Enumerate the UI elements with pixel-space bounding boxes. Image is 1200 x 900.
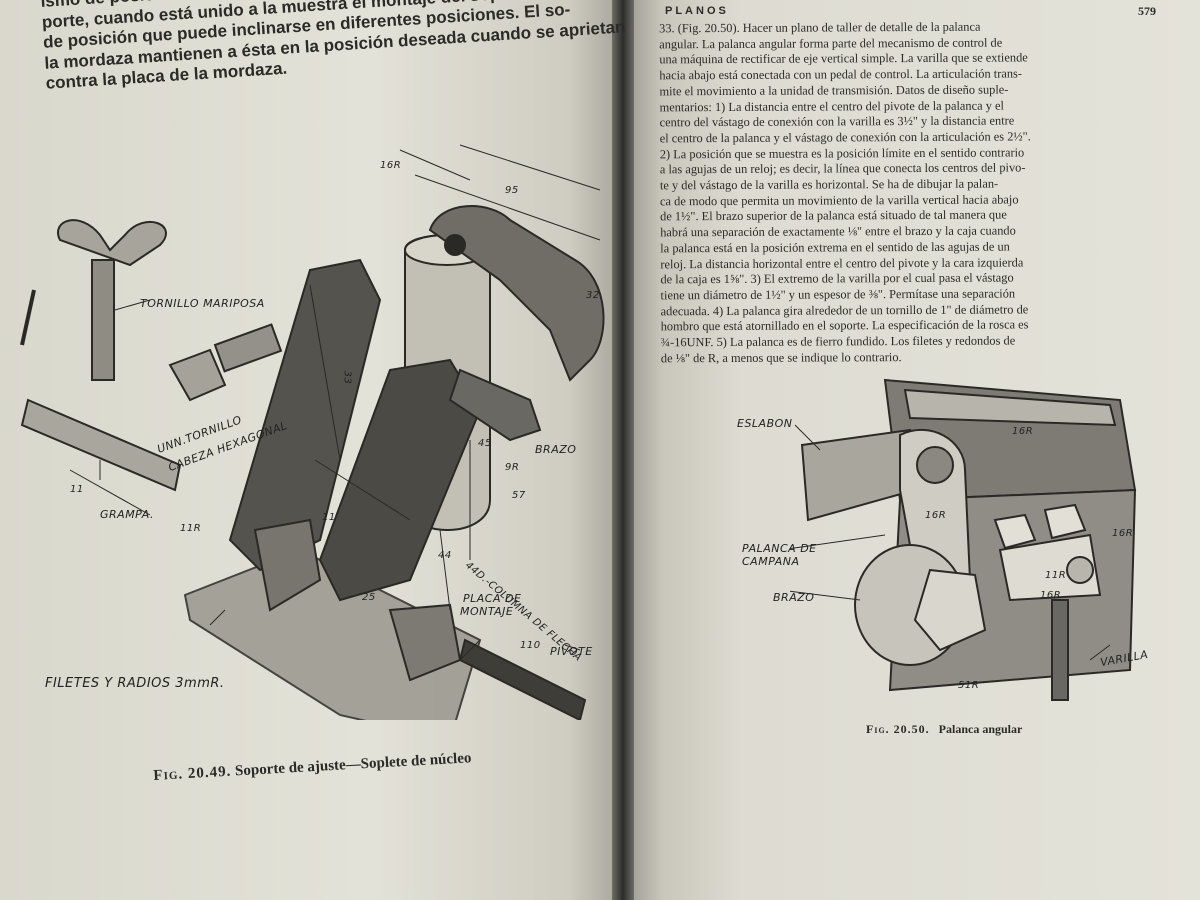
dim-95: 95 [505, 185, 519, 196]
dim-r51: 51R [958, 680, 980, 691]
text-line: de ⅛" de R, a menos que se indique lo co… [660, 349, 902, 366]
dim-16r: 16R [380, 160, 402, 171]
running-header: PLANOS [665, 5, 729, 17]
dim-33: 33 [341, 370, 353, 385]
book-spine [612, 0, 634, 900]
label-palanca-de: PALANCA DE [742, 542, 817, 555]
dim-57: 57 [512, 490, 526, 501]
label-grampa: GRAMPA. [100, 508, 154, 521]
dim-r16c: 16R [1112, 528, 1134, 539]
dim-r11: 11R [1045, 570, 1067, 581]
figure-caption-right: Fig. 20.50. Palanca angular [866, 722, 1022, 737]
figure-number: Fig. 20.50. [866, 722, 930, 736]
label-pivote: PIVOTE [550, 645, 593, 658]
figure-20-50-drawing [790, 378, 1137, 701]
dim-r16a: 16R [1012, 426, 1034, 437]
label-tornillo-mariposa: TORNILLO MARIPOSA [140, 297, 265, 310]
dim-45: 45 [478, 438, 492, 449]
dim-44: 44 [438, 550, 452, 561]
dim-9r: 9R [505, 462, 520, 473]
figure-title: Palanca angular [938, 722, 1023, 736]
dim-11a: 11 [70, 484, 84, 495]
dim-r16d: 16R [1040, 590, 1062, 601]
label-campana: CAMPANA [742, 555, 800, 568]
dim-11r: 11R [180, 523, 202, 534]
label-filetes: FILETES Y RADIOS 3mmR. [45, 676, 225, 691]
label-brazo: BRAZO [535, 443, 577, 456]
dim-25: 25 [362, 592, 376, 603]
figure-20-49-drawing [20, 144, 605, 720]
right-page-text: 33. (Fig. 20.50). Hacer un plano de tall… [659, 19, 1171, 367]
figure-number: Fig. 20.49. [153, 763, 232, 784]
page-number: 579 [1138, 4, 1156, 18]
label-montaje: MONTAJE [460, 605, 514, 618]
label-placa-de: PLACA DE [463, 592, 522, 605]
dim-110: 110 [520, 640, 541, 651]
dim-r16b: 16R [925, 510, 947, 521]
label-brazo-right: BRAZO [773, 591, 815, 604]
dim-32: 32 [586, 290, 600, 301]
dim-11b: 11 [322, 512, 336, 523]
label-eslabon: ESLABON [737, 417, 793, 430]
